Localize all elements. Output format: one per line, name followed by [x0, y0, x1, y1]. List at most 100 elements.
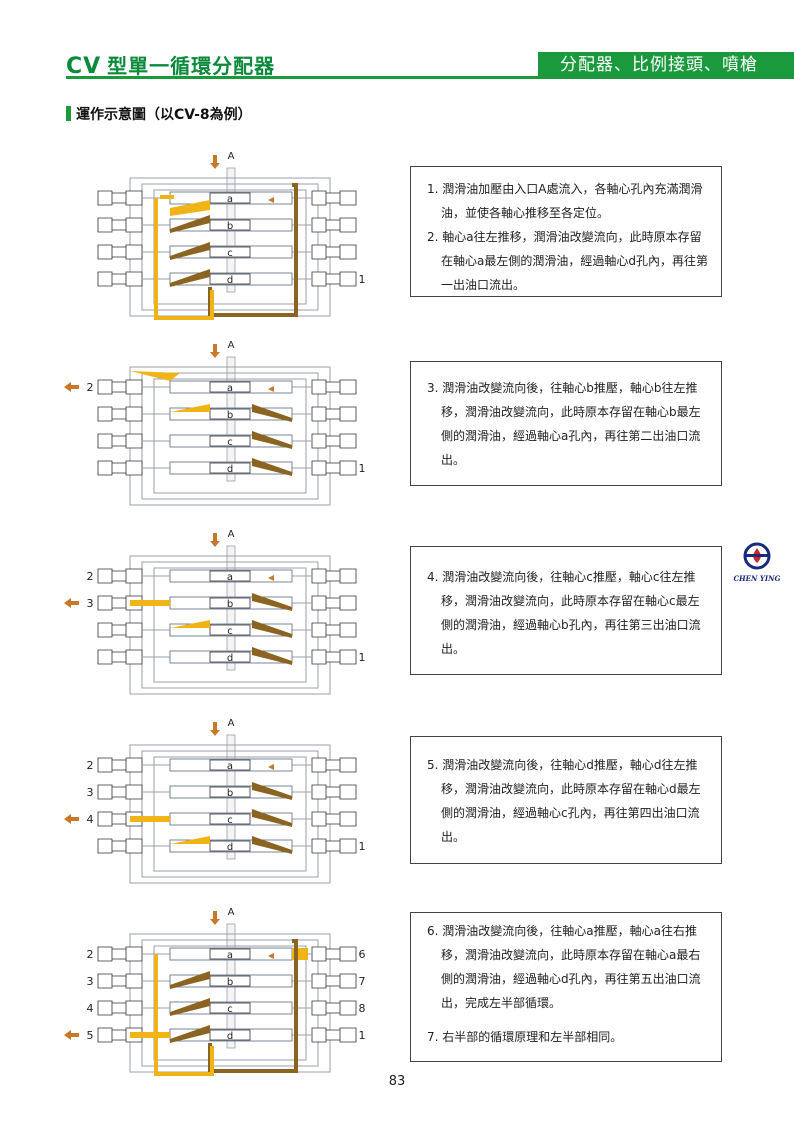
outlet-label-right: 6 [359, 948, 366, 961]
piston-label: d [227, 1031, 233, 1042]
left-fitting [97, 1000, 143, 1016]
outlet-arrow [64, 1030, 71, 1040]
piston [209, 786, 251, 798]
inlet-arrow [210, 541, 220, 547]
piston-label: a [227, 950, 233, 961]
piston [209, 597, 251, 609]
inlet-label: A [228, 151, 235, 162]
piston [209, 651, 251, 663]
inlet-label: A [228, 718, 235, 729]
left-fitting [97, 595, 143, 611]
right-fitting [311, 460, 357, 476]
return-flow-brown [252, 593, 292, 611]
active-flow-yellow [130, 600, 170, 606]
left-fitting [97, 649, 143, 665]
outlet-label-right: 8 [359, 1002, 366, 1015]
active-flow-yellow [170, 200, 210, 216]
flow-direction-marker [268, 197, 274, 203]
piston [209, 435, 251, 447]
flow-direction-marker [268, 386, 274, 392]
outlet-label-left: 3 [87, 597, 94, 610]
outlet-label-right: 1 [359, 462, 366, 475]
right-fitting [311, 1027, 357, 1043]
piston-label: d [227, 653, 233, 664]
return-flow-brown [252, 404, 292, 422]
active-flow-yellow [170, 836, 210, 844]
flow-loop [153, 378, 307, 494]
piston [209, 273, 251, 285]
piston [209, 192, 251, 204]
return-flow-brown [252, 458, 292, 476]
outlet-label-left: 3 [87, 975, 94, 988]
right-fitting [311, 568, 357, 584]
right-fitting [311, 190, 357, 206]
header-rule [66, 76, 726, 79]
right-fitting [311, 784, 357, 800]
left-fitting [97, 973, 143, 989]
piston [209, 840, 251, 852]
step-box-3: 4. 潤滑油改變流向後，往軸心c推壓，軸心c往左推移，潤滑油改變流向，此時原本存… [410, 546, 722, 675]
active-flow-yellow [130, 1032, 170, 1038]
right-fitting [311, 973, 357, 989]
return-flow-brown [170, 242, 210, 260]
piston-label: a [227, 572, 233, 583]
piston-label: b [227, 221, 233, 232]
left-fitting [97, 460, 143, 476]
supply-loop-yellow [154, 198, 214, 320]
outlet-label-right: 1 [359, 840, 366, 853]
piston-label: b [227, 977, 233, 988]
logo-emblem-icon [743, 542, 771, 570]
right-fitting [311, 595, 357, 611]
return-flow-brown [252, 647, 292, 665]
piston [209, 759, 251, 771]
right-fitting [311, 622, 357, 638]
piston-label: c [227, 437, 233, 448]
outlet-arrow [64, 382, 71, 392]
inlet-arrow [213, 344, 217, 353]
return-flow-brown [170, 971, 210, 989]
section-title: 運作示意圖（以CV-8為例） [66, 104, 252, 124]
header-title-text: 型單一循環分配器 [107, 54, 276, 78]
left-fitting [97, 406, 143, 422]
return-flow-brown [170, 1025, 210, 1043]
piston [209, 408, 251, 420]
step-box-5: 6. 潤滑油改變流向後，往軸心a推壓，軸心a往右推移，潤滑油改變流向，此時原本存… [410, 912, 722, 1062]
flow-direction-marker [268, 575, 274, 581]
right-fitting [311, 379, 357, 395]
active-flow-yellow [130, 371, 180, 381]
inlet-arrow [213, 533, 217, 542]
inlet-arrow [213, 911, 217, 920]
step-box-4: 5. 潤滑油改變流向後，往軸心d推壓，軸心d往左推移，潤滑油改變流向，此時原本存… [410, 736, 722, 864]
left-fitting [97, 1027, 143, 1043]
header-tab: 分配器、比例接頭、噴槍 [538, 52, 794, 79]
outlet-arrow [70, 817, 79, 821]
inlet-arrow [210, 730, 220, 736]
piston [209, 948, 251, 960]
return-flow-brown [170, 269, 210, 287]
inlet-arrow [210, 919, 220, 925]
return-flow-brown [252, 620, 292, 638]
left-fitting [97, 784, 143, 800]
piston [209, 813, 251, 825]
return-flow-brown [252, 836, 292, 854]
piston-label: c [227, 1004, 233, 1015]
piston [209, 246, 251, 258]
right-fitting [311, 271, 357, 287]
piston-label: b [227, 410, 233, 421]
return-flow-brown [170, 998, 210, 1016]
inlet-arrow [213, 155, 217, 164]
left-fitting [97, 244, 143, 260]
outlet-label-left: 2 [87, 948, 94, 961]
left-fitting [97, 271, 143, 287]
company-logo: CHEN YING [730, 542, 784, 583]
inlet-label: A [228, 529, 235, 540]
right-fitting [311, 649, 357, 665]
piston-label: c [227, 626, 233, 637]
outlet-arrow [70, 385, 79, 389]
outlet-label-left: 4 [87, 1002, 94, 1015]
right-fitting [311, 811, 357, 827]
outlet-arrow [64, 598, 71, 608]
